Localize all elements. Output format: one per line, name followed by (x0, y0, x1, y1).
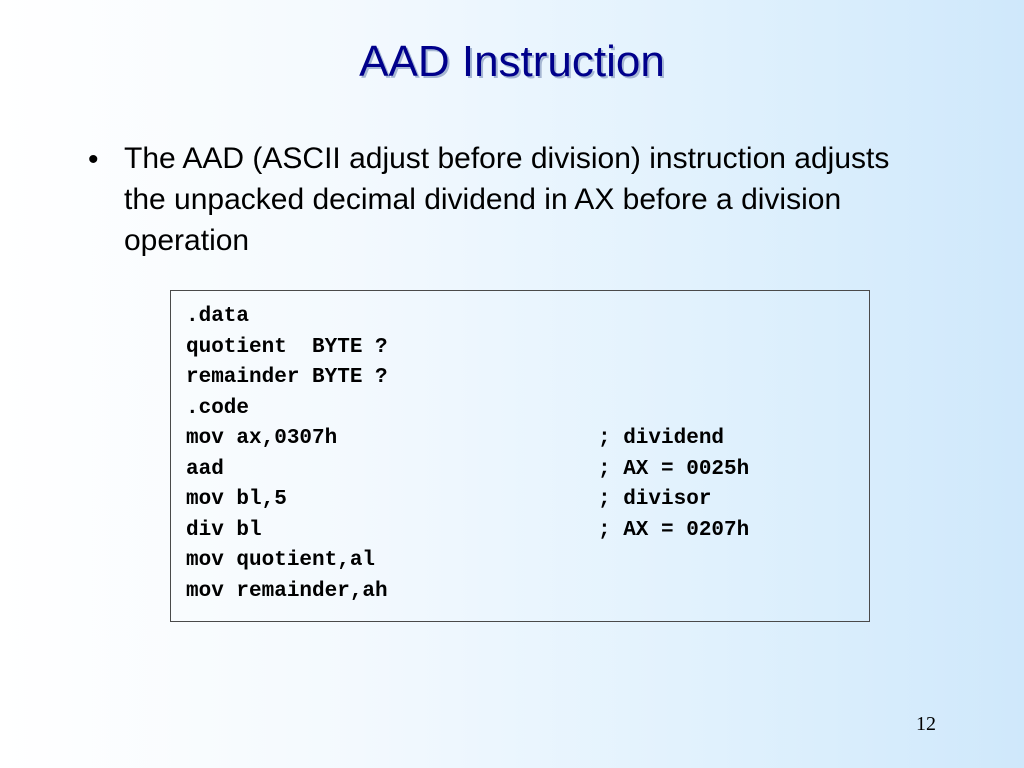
bullet-text: The AAD (ASCII adjust before division) i… (124, 142, 890, 257)
code-line: remainder BYTE ? (186, 363, 846, 394)
code-instruction: .data (186, 305, 250, 328)
code-instruction: mov remainder,ah (186, 579, 388, 603)
code-line: mov ax,0307h ; dividend (186, 424, 846, 455)
slide-title: AAD Instruction (359, 37, 665, 86)
code-instruction: remainder BYTE ? (186, 366, 388, 389)
code-instruction: aad (186, 457, 224, 481)
code-instruction: mov ax,0307h (186, 427, 338, 450)
code-box: .data quotient BYTE ? remainder BYTE ? .… (170, 290, 870, 622)
code-line: .code (186, 394, 846, 425)
code-line: mov quotient,al (186, 546, 846, 577)
bullet-marker: • (88, 143, 99, 176)
code-instruction: quotient BYTE ? (186, 335, 388, 359)
code-line: quotient BYTE ? (186, 333, 846, 364)
code-instruction: .code (186, 396, 250, 420)
code-instruction: div bl (186, 518, 262, 542)
code-comment: ; AX = 0207h (598, 518, 750, 542)
code-comment: ; divisor (598, 488, 712, 511)
code-instruction: mov bl,5 (186, 488, 287, 511)
code-line: div bl ; AX = 0207h (186, 516, 846, 547)
code-comment: ; AX = 0025h (598, 457, 750, 481)
code-line: aad ; AX = 0025h (186, 455, 846, 486)
code-line: .data (186, 302, 846, 333)
code-line: mov remainder,ah (186, 577, 846, 608)
code-instruction: mov quotient,al (186, 549, 376, 572)
code-line: mov bl,5 ; divisor (186, 485, 846, 516)
code-listing: .data quotient BYTE ? remainder BYTE ? .… (186, 302, 846, 607)
page-number: 12 (916, 713, 936, 735)
code-comment: ; dividend (598, 427, 725, 450)
